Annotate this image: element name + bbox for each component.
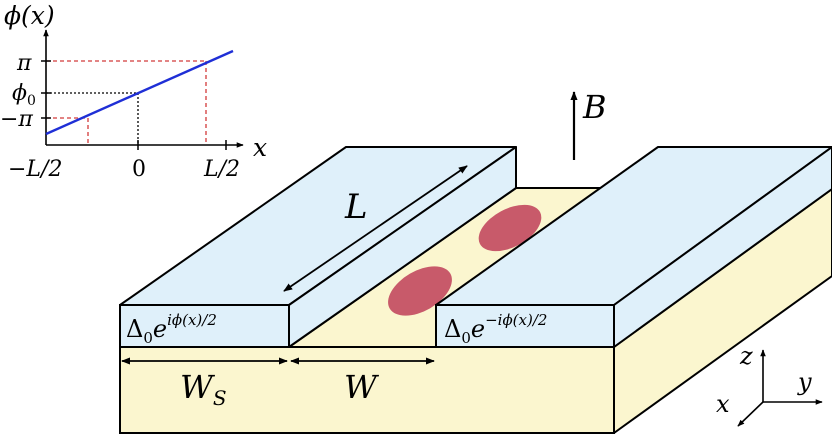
- xtick-label-zero: 0: [132, 157, 146, 182]
- left-superconductor-front: [119, 304, 290, 348]
- inset-xlabel: x: [253, 133, 267, 162]
- axis-y-label: y: [797, 368, 812, 396]
- inset-ylabel: ϕ(x): [4, 1, 55, 30]
- coordinate-axes: z y x: [716, 342, 823, 427]
- ytick-label-pi: π: [16, 51, 32, 76]
- device-3d: L B Δ0eiϕ(x)/2 Δ0e−iϕ(x)/2 WS W z y x: [119, 88, 832, 434]
- ytick-label-phi0: ϕ0: [12, 81, 36, 109]
- xtick-label-minus-half-l: −L/2: [8, 157, 62, 182]
- magnetic-field-label: B: [582, 88, 607, 126]
- axis-x-label: x: [716, 390, 730, 418]
- axis-z-label: z: [739, 342, 753, 370]
- w-label: W: [344, 368, 380, 406]
- right-gap-label: Δ0e−iϕ(x)/2: [444, 311, 547, 347]
- axis-x-arrow: [737, 401, 764, 427]
- ytick-label-minus-pi: −π: [0, 107, 33, 132]
- left-gap-label: Δ0eiϕ(x)/2: [126, 311, 217, 347]
- phase-inset-plot: ϕ(x) x π ϕ0 −π −L/2 0 L/2: [0, 1, 267, 182]
- right-superconductor-front: [435, 304, 615, 348]
- xtick-label-half-l: L/2: [203, 157, 240, 182]
- bound-state-blob-upper: [478, 204, 542, 252]
- length-arrow: [283, 165, 468, 292]
- ws-label: WS: [180, 368, 227, 410]
- length-label: L: [344, 187, 368, 227]
- phase-line: [45, 49, 234, 136]
